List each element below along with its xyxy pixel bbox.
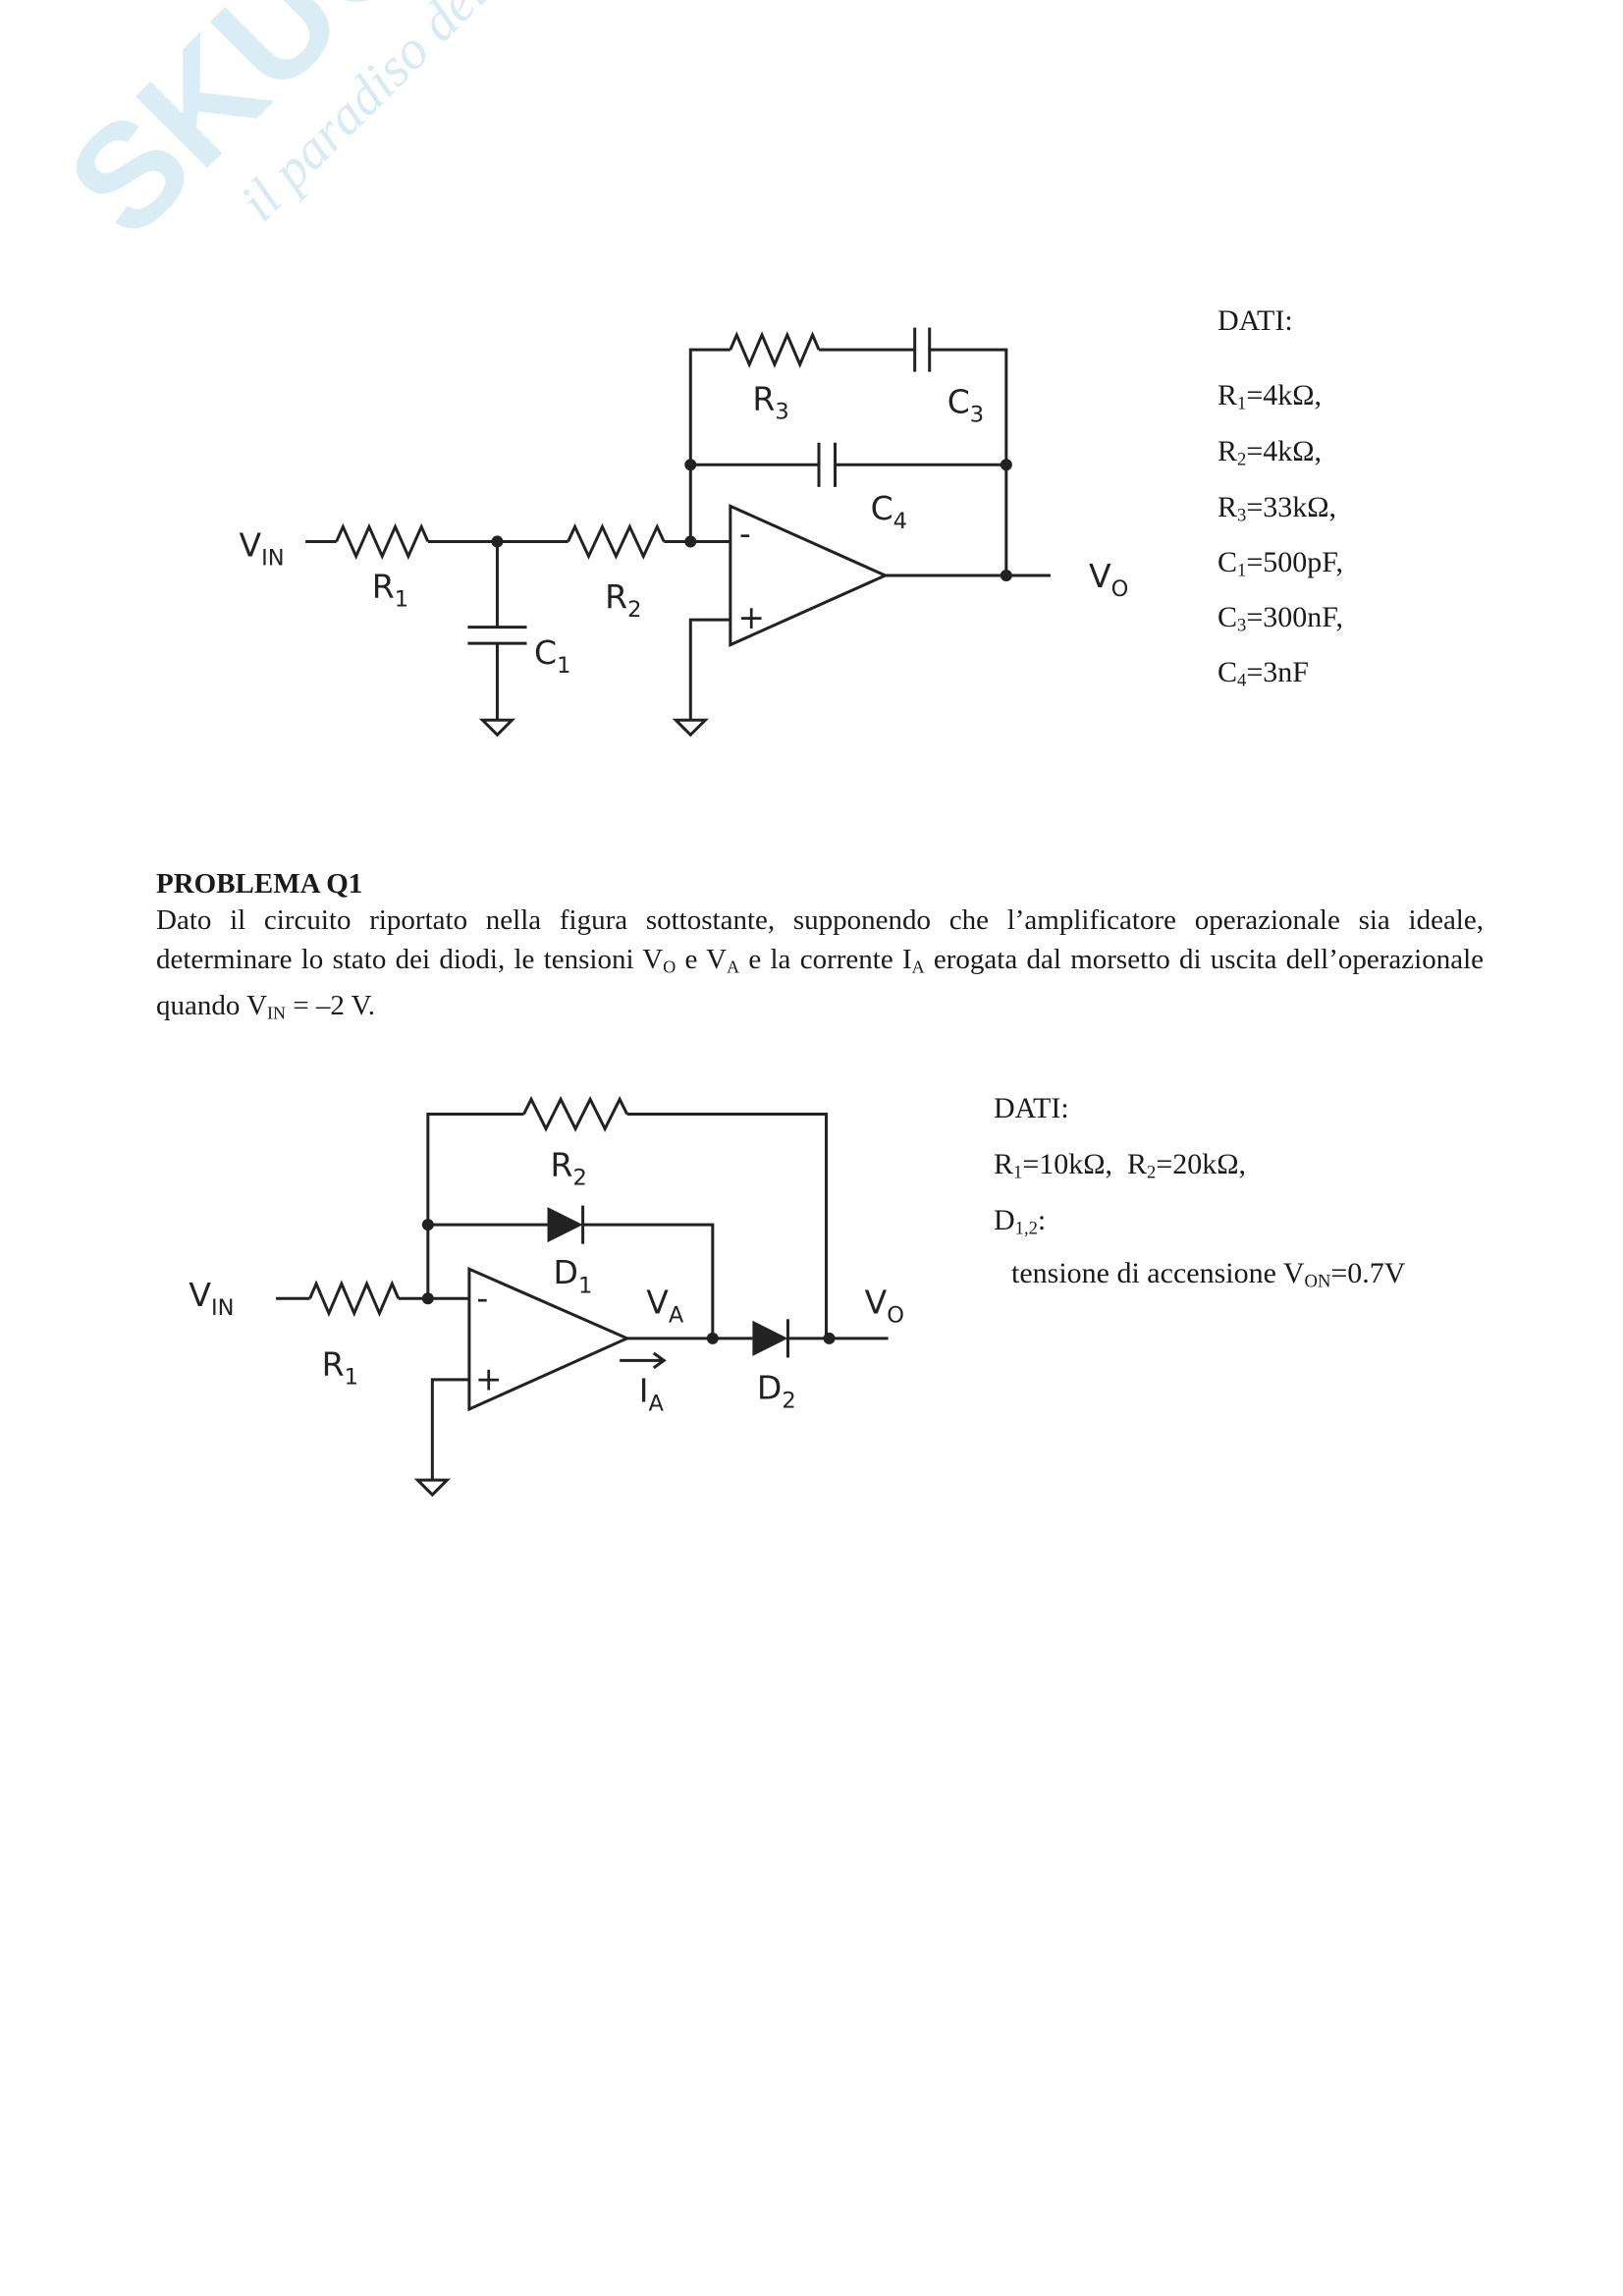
capacitor-c1 <box>467 541 527 738</box>
current-arrow-icon <box>620 1351 667 1370</box>
minus-sign: - <box>739 514 751 552</box>
dati-item: R1=4kΩ, <box>1217 379 1323 414</box>
c4-label: C4 <box>871 489 907 534</box>
va-label: VA <box>646 1283 684 1328</box>
circuit-1: VIN R1 R2 C1 - + R3 C3 C4 VO <box>240 327 1128 738</box>
dati-item: R3=33kΩ, <box>1217 491 1337 526</box>
plus-sign: + <box>737 598 765 636</box>
dati-item: C3=300nF, <box>1217 601 1344 636</box>
vo-label: VO <box>865 1283 904 1328</box>
problem-statement: Dato il circuito riportato nella figura … <box>156 904 1484 1023</box>
dati-von: tensione di accensione VON=0.7V <box>1011 1257 1406 1292</box>
capacitor-c4 <box>690 442 1006 487</box>
minus-sign: - <box>476 1279 488 1317</box>
diode-d2 <box>752 1320 788 1356</box>
vin-label: VIN <box>240 525 285 571</box>
dati-resistors: R1=10kΩ, R2=20kΩ, <box>994 1148 1247 1183</box>
ground-1 <box>672 618 730 738</box>
r1-label: R1 <box>372 568 408 613</box>
plus-sign: + <box>475 1359 503 1397</box>
resistor-r1 <box>308 1280 401 1318</box>
circuit-2: VIN R1 - + R2 D1 D2 VA IA VO <box>189 1096 904 1498</box>
opamp-1 <box>729 504 890 647</box>
problem-title: PROBLEMA Q1 <box>156 868 363 900</box>
ia-label: IA <box>639 1371 665 1416</box>
ground-2 <box>413 1378 469 1498</box>
dati-item: C4=3nF <box>1217 656 1309 691</box>
resistor-r3 <box>729 331 821 368</box>
dati-title: DATI: <box>1217 304 1293 337</box>
resistor-r1 <box>335 522 430 561</box>
dati-item: C1=500pF, <box>1217 546 1344 581</box>
resistor-r2 <box>567 522 666 561</box>
dati-item: R2=4kΩ, <box>1217 435 1323 470</box>
dati-diodes: D1,2: <box>994 1204 1047 1239</box>
d1-label: D1 <box>554 1253 593 1298</box>
r3-label: R3 <box>752 380 788 425</box>
resistor-r2 <box>522 1096 629 1132</box>
vin-label: VIN <box>189 1276 234 1321</box>
diode-d1 <box>547 1207 583 1243</box>
opamp-2 <box>467 1266 631 1412</box>
r2-label: R2 <box>605 577 641 623</box>
problem-q1: PROBLEMA Q1 Dato il circuito riportato n… <box>156 868 1484 1033</box>
capacitor-c3 <box>819 327 1008 576</box>
r1-label: R1 <box>322 1344 358 1390</box>
vo-label: VO <box>1089 557 1128 602</box>
dati-title: DATI: <box>994 1092 1069 1124</box>
c3-label: C3 <box>947 383 984 428</box>
d2-label: D2 <box>757 1368 796 1413</box>
r2-label: R2 <box>551 1146 587 1191</box>
c1-label: C1 <box>534 633 570 679</box>
